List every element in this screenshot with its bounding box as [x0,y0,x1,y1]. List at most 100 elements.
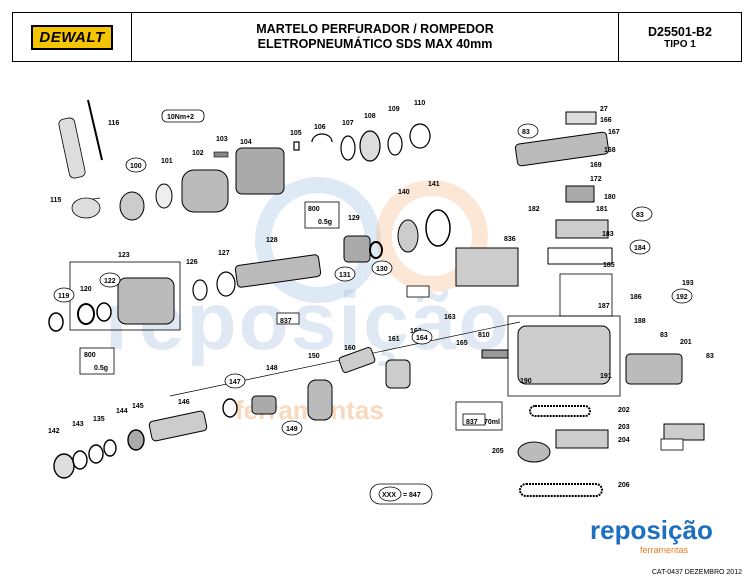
part-number-27: 27 [600,106,608,113]
part-number-180: 180 [604,194,616,201]
part-number-167: 167 [608,129,620,136]
part-number-143: 143 [72,421,84,428]
part-number-187: 187 [598,303,610,310]
part-201-shape [625,353,683,385]
part-number-83: 83 [522,129,530,136]
part-number-145: 145 [132,403,144,410]
part-number-205: 205 [492,448,504,455]
title-block: DEWALT MARTELO PERFURADOR / ROMPEDOR ELE… [12,12,742,62]
part-number-127: 127 [218,250,230,257]
part-number-110: 110 [414,100,425,107]
part-number-109: 109 [388,106,400,113]
part-number-107: 107 [342,120,354,127]
part-101-shape [155,183,173,209]
part-number-149: 149 [286,426,298,433]
part-number-122: 122 [104,278,116,285]
part-144-shape [127,429,145,451]
callout-circle [411,329,433,345]
part-120-shape [77,303,95,325]
grease-2-weight: 0.5g [94,365,108,372]
part-123-shape [117,277,175,325]
part-116-shape [87,99,103,161]
part-202-shape [529,405,591,417]
title-line-1: MARTELO PERFURADOR / ROMPEDOR [256,22,494,36]
part-number-141: 141 [428,181,440,188]
part-number-102: 102 [192,150,204,157]
part-206-shape [519,483,603,497]
part-number-108: 108 [364,113,376,120]
part-107-shape [340,135,356,161]
part-number-116: 116 [108,120,119,127]
model-type: TIPO 1 [664,38,696,50]
part-number-83: 83 [660,332,668,339]
part-129-shape [343,235,371,263]
part-165-shape [455,247,519,287]
part-135-shape [88,444,104,464]
legend-symbol: XXX [382,492,396,499]
part-108-shape [359,130,381,162]
part-number-183: 183 [602,231,614,238]
logo-cell: DEWALT [13,13,132,61]
part-number-206: 206 [618,482,630,489]
part-number-192: 192 [676,294,688,301]
part-number-106: 106 [314,124,326,131]
callout-box [660,438,684,451]
part-186-group-box [559,273,613,317]
part-205-shape [517,441,551,463]
callout-circle [224,373,246,389]
part-number-184: 184 [634,245,646,252]
part-number-123: 123 [118,252,130,259]
callout-box [276,312,300,325]
part-119-shape [48,312,64,332]
part-number-147: 147 [229,379,241,386]
part-number-140: 140 [398,189,410,196]
part-number-150: 150 [308,353,320,360]
part-number-201: 201 [680,339,692,346]
part-number-837: 837 [466,419,478,426]
part-number-105: 105 [290,130,302,137]
part-number-142: 142 [48,428,60,435]
part-number-135: 135 [93,416,105,423]
callout-circle [125,157,147,173]
part-number-166: 166 [600,117,612,124]
title-cell: MARTELO PERFURADOR / ROMPEDOR ELETROPNEU… [131,13,619,61]
title-line-2: ELETROPNEUMÁTICO SDS MAX 40mm [257,37,493,51]
part-number-836: 836 [504,236,516,243]
part-150-shape [338,347,376,373]
part-106-shape [311,133,333,143]
part-number-186: 186 [630,294,642,301]
part-number-190: 190 [520,378,532,385]
part-number-103: 103 [216,136,228,143]
callout-circle [517,123,539,139]
part-number-172: 172 [590,176,602,183]
part-number-83: 83 [706,353,714,360]
part-number-160: 160 [344,345,356,352]
callout-circle [99,272,121,288]
grease-1-weight: 0.5g [318,219,332,226]
callout-circle [281,420,303,436]
part-100-shape [119,191,145,221]
part-122-shape [96,302,112,322]
part-number-161: 161 [388,336,400,343]
part-142-shape [53,453,75,479]
part-number-144: 144 [116,408,128,415]
model-number: D25501-B2 [648,24,712,39]
part-204-shape [555,429,609,449]
watermark-gear-blue-icon [255,177,381,303]
part-160-shape [385,359,411,389]
part-128-shape [234,254,322,288]
part-836-shape [663,423,705,441]
part-183-shape [555,219,609,239]
torque-note: 10Nm+2 [167,114,194,121]
callout-box [462,413,486,426]
part-109-shape [387,132,403,156]
footer-logo: reposição [590,515,713,545]
part-168-shape [514,131,610,167]
part-number-193: 193 [682,280,694,287]
part-104-shape [235,147,285,195]
part-number-129: 129 [348,215,360,222]
catalog-code: CAT-0437 DEZEMBRO 2012 [651,569,742,576]
part-141-shape [425,209,451,247]
part-103-shape [213,151,229,158]
